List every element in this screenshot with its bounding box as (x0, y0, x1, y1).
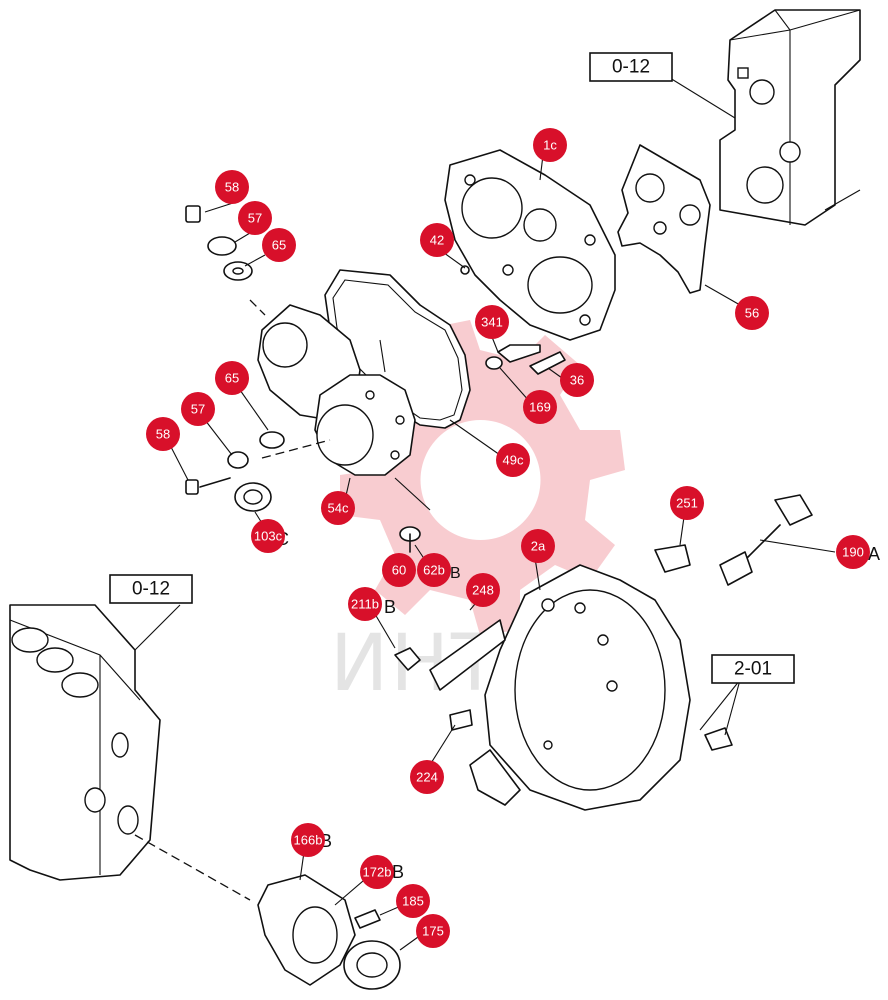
part-marker-62b[interactable]: 62b (417, 553, 451, 587)
part-marker-36[interactable]: 36 (560, 363, 594, 397)
ref-box-left[interactable]: 0-12 (109, 574, 193, 604)
part-marker-166b[interactable]: 166b (291, 823, 325, 857)
svg-text:58: 58 (225, 180, 239, 195)
part-marker-57[interactable]: 57 (238, 201, 272, 235)
svg-text:211b: 211b (351, 597, 379, 612)
part-marker-65[interactable]: 65 (262, 228, 296, 262)
svg-text:175: 175 (422, 924, 444, 939)
trailing-211b: B (384, 597, 396, 617)
svg-text:0-12: 0-12 (132, 579, 170, 600)
part-marker-1c[interactable]: 1c (533, 128, 567, 162)
engine-block-left (9, 604, 161, 881)
part-marker-56[interactable]: 56 (735, 296, 769, 330)
part-marker-57b[interactable]: 57 (181, 392, 215, 426)
part-marker-65b[interactable]: 65 (215, 361, 249, 395)
sensor-190a (719, 494, 813, 586)
svg-text:224: 224 (416, 770, 438, 785)
svg-text:49c: 49c (503, 453, 524, 468)
small-parts (185, 205, 566, 553)
part-marker-60[interactable]: 60 (382, 553, 416, 587)
svg-text:54c: 54c (328, 501, 349, 516)
part-marker-2a[interactable]: 2a (521, 529, 555, 563)
ref-box-top[interactable]: 0-12 (589, 52, 673, 82)
svg-text:65: 65 (225, 371, 239, 386)
svg-text:56: 56 (745, 306, 759, 321)
svg-text:103c: 103c (254, 529, 283, 544)
part-marker-169[interactable]: 169 (523, 390, 557, 424)
part-marker-224[interactable]: 224 (410, 760, 444, 794)
part-marker-58b[interactable]: 58 (146, 417, 180, 451)
trailing-190a: A (868, 544, 880, 564)
trailing-172b: B (392, 862, 404, 882)
ref-box-right[interactable]: 2-01 (711, 654, 795, 684)
reference-boxes: 0-12 0-12 2-01 (109, 52, 795, 684)
part-marker-42[interactable]: 42 (420, 223, 454, 257)
svg-text:341: 341 (481, 315, 503, 330)
part-marker-185[interactable]: 185 (396, 884, 430, 918)
part-marker-54c[interactable]: 54c (321, 491, 355, 525)
svg-text:172b: 172b (363, 865, 392, 880)
flywheel-housing-2a (394, 544, 733, 811)
svg-text:42: 42 (430, 233, 444, 248)
timing-gear-case-1c (444, 149, 616, 341)
trailing-62b: B (450, 565, 461, 582)
svg-text:169: 169 (529, 400, 551, 415)
svg-text:166b: 166b (294, 833, 323, 848)
svg-text:60: 60 (392, 563, 406, 578)
part-marker-190a[interactable]: 190 (836, 535, 870, 569)
part-marker-211b[interactable]: 211b (348, 587, 382, 621)
part-marker-175[interactable]: 175 (416, 914, 450, 948)
engine-block-top (719, 9, 861, 226)
svg-text:2-01: 2-01 (734, 659, 772, 680)
part-marker-172b[interactable]: 172b (360, 855, 394, 889)
svg-text:58: 58 (156, 427, 170, 442)
svg-text:36: 36 (570, 373, 584, 388)
svg-text:0-12: 0-12 (612, 57, 650, 78)
part-marker-58[interactable]: 58 (215, 170, 249, 204)
svg-text:57: 57 (248, 211, 262, 226)
svg-text:57: 57 (191, 402, 205, 417)
svg-text:2a: 2a (531, 539, 546, 554)
svg-text:190: 190 (842, 545, 864, 560)
rear-gasket-56 (617, 144, 711, 294)
front-cover-assembly (257, 304, 416, 476)
part-marker-251[interactable]: 251 (670, 486, 704, 520)
svg-text:251: 251 (676, 496, 698, 511)
part-markers: 58 57 65 1c 42 56 341 36 169 65 57 58 49… (146, 128, 870, 948)
svg-text:185: 185 (402, 894, 424, 909)
part-marker-103c[interactable]: 103c (251, 519, 285, 553)
svg-text:65: 65 (272, 238, 286, 253)
part-marker-341[interactable]: 341 (475, 305, 509, 339)
oil-seal-retainer (257, 874, 401, 990)
svg-text:1c: 1c (543, 138, 557, 153)
part-marker-248[interactable]: 248 (466, 573, 500, 607)
svg-text:248: 248 (472, 583, 494, 598)
part-marker-49c[interactable]: 49c (496, 443, 530, 477)
svg-text:62b: 62b (423, 563, 445, 578)
